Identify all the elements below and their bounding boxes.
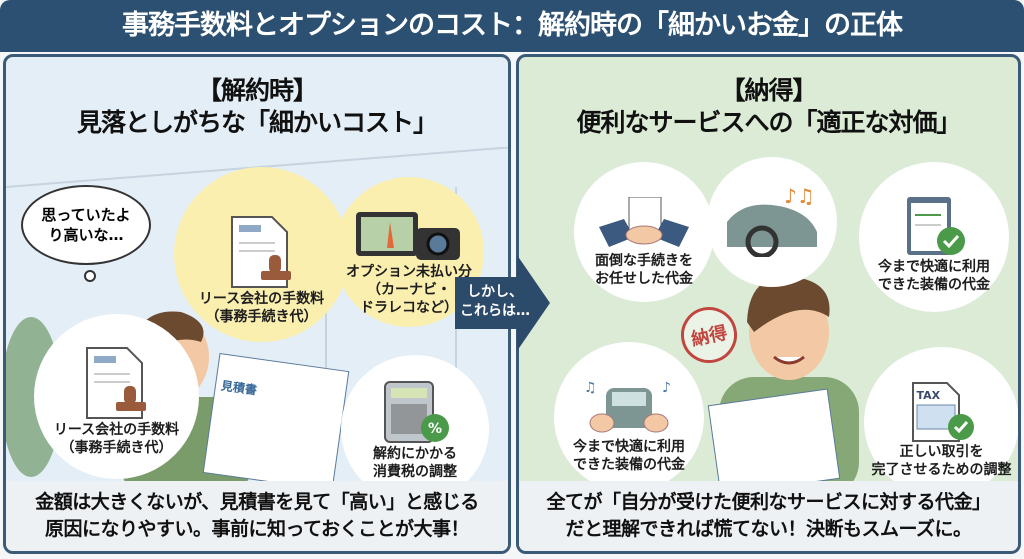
bubble-text: できた装備の代金 — [573, 457, 685, 473]
right-caption: 全てが「自分が受けた便利なサービスに対する代金」 だと理解できれば慌てない！決断… — [519, 481, 1018, 551]
bubble-text: オプション未払い分 — [346, 264, 472, 280]
bubble-text: 解約にかかる — [373, 446, 457, 462]
right-panel-title-tag: 【納得】 — [720, 76, 817, 105]
arrow-text-line: これらは… — [460, 303, 530, 319]
bubble-text: リース会社の手数料 — [53, 422, 180, 438]
svg-text:♪: ♪ — [662, 380, 671, 396]
smiling-man-illustration — [707, 276, 859, 487]
bubble-equipment-fee-2: ♫♪ 今まで快適に利用 できた装備の代金 — [554, 342, 704, 492]
bubble-car-comfort: ♪♫ — [707, 157, 837, 287]
caption-line: 原因になりやすい。事前に知っておくことが大事！ — [45, 518, 469, 540]
handshake-icon — [599, 197, 689, 247]
transition-arrow-icon — [455, 255, 550, 351]
calculator-percent-icon: % — [384, 381, 449, 443]
bubble-text: （カーナビ・ — [367, 282, 451, 298]
document-stamp-icon — [230, 216, 291, 288]
right-panel-title: 便利なサービスへの「適正な対価」 — [576, 108, 961, 137]
right-panel: 【納得】 便利なサービスへの「適正な対価」 納得 面倒な手続きを お任せした代金… — [516, 54, 1021, 554]
tax-label: TAX — [916, 389, 941, 402]
page-title: 事務手数料とオプションのコスト：解約時の「細かいお金」の正体 — [0, 0, 1024, 52]
caption-line: 金額は大きくないが、見積書を見て「高い」と感じる — [35, 491, 479, 513]
left-panel: 【解約時】 見落としがちな「細かいコスト」 見積書 思っていたより高いな… リー… — [3, 54, 511, 554]
car-navigation-dashcam-icon — [356, 212, 460, 260]
svg-text:%: % — [428, 421, 442, 437]
bubble-text: （事務手続き代） — [205, 309, 318, 325]
thought-text: 思っていたより高いな… — [41, 206, 131, 244]
bubble-text: 完了させるための調整 — [871, 462, 1012, 478]
left-panel-title-tag: 【解約時】 — [196, 76, 318, 105]
bubble-text: 面倒な手続きを — [595, 253, 693, 269]
bubble-transaction-adjustment: TAX 正しい取引を 完了させるための調整 — [864, 347, 1018, 497]
bubble-procedure-fee: 面倒な手続きを お任せした代金 — [574, 162, 714, 302]
car-steering-music-icon: ♫♪ — [584, 380, 671, 433]
caption-line: 全てが「自分が受けた便利なサービスに対する代金」 — [546, 491, 991, 513]
bubble-text: 正しい取引を — [899, 444, 984, 460]
svg-text:♪♫: ♪♫ — [784, 187, 815, 208]
estimate-document — [202, 352, 350, 487]
thought-bubble: 思っていたより高いな… — [21, 185, 151, 265]
bubble-text: 消費税の調整 — [373, 464, 457, 480]
clipboard-check-icon — [907, 197, 965, 255]
bubble-text: （事務手続き代） — [60, 440, 173, 456]
bubble-equipment-fee: 今まで快適に利用 できた装備の代金 — [859, 162, 1009, 312]
bubble-lease-fee-2: リース会社の手数料 （事務手続き代） — [34, 314, 199, 479]
document-stamp-icon — [85, 347, 146, 419]
left-caption: 金額は大きくないが、見積書を見て「高い」と感じる 原因になりやすい。事前に知って… — [6, 481, 508, 551]
caption-line: だと理解できれば慌てない！決断もスムーズに。 — [565, 518, 972, 540]
tax-document-check-icon: TAX — [907, 381, 977, 443]
bubble-lease-fee: リース会社の手数料 （事務手続き代） — [174, 167, 349, 342]
bubble-text: できた装備の代金 — [878, 277, 990, 293]
left-panel-title: 見落としがちな「細かいコスト」 — [76, 108, 438, 137]
svg-text:♫: ♫ — [584, 380, 597, 396]
bubble-option-unpaid: オプション未払い分 （カーナビ・ ドラレコなど） — [334, 177, 484, 327]
bubble-text: 今まで快適に利用 — [878, 259, 990, 275]
bubble-text: リース会社の手数料 — [198, 291, 325, 307]
thought-dot — [84, 270, 96, 282]
arrow-text: しかし、 これらは… — [460, 283, 530, 321]
bubble-text: ドラレコなど） — [360, 300, 458, 316]
car-music-icon: ♪♫ — [727, 187, 817, 257]
bubble-tax-adjustment: % 解約にかかる 消費税の調整 — [341, 355, 489, 503]
bubble-text: 今まで快適に利用 — [573, 439, 685, 455]
bubble-text: お任せした代金 — [595, 271, 693, 287]
arrow-text-line: しかし、 — [467, 284, 523, 300]
